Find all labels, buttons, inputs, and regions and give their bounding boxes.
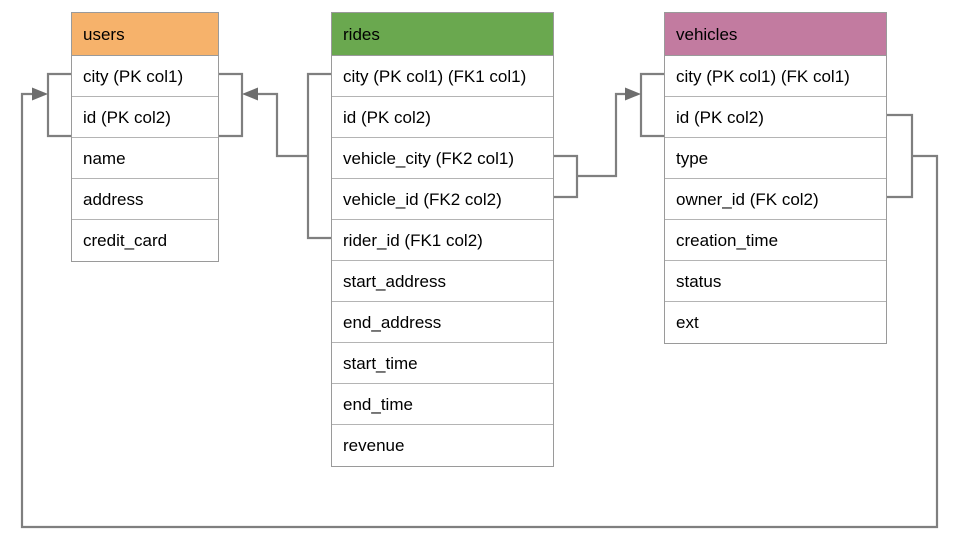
arrowhead-to-vehicles-from-rides — [625, 87, 641, 101]
arrowhead-to-users-from-vehicles — [32, 87, 48, 101]
table-users-column-id[interactable]: id (PK col2) — [72, 97, 218, 138]
table-users-column-credit-card[interactable]: credit_card — [83, 231, 168, 250]
table-rides-column-revenue[interactable]: revenue — [343, 436, 405, 455]
table-users-column-name[interactable]: name — [72, 138, 218, 179]
users-left-bracket — [46, 72, 71, 138]
table-rides[interactable]: rides city (PK col1) (FK1 col1) id (PK c… — [331, 12, 554, 467]
table-users-column-address[interactable]: address — [72, 179, 218, 220]
table-rides-column-end-time[interactable]: end_time — [332, 384, 553, 425]
table-rides-column-start-time[interactable]: start_time — [332, 343, 553, 384]
rides-left-bracket — [306, 72, 331, 240]
arrowhead-to-users-from-rides — [242, 87, 258, 101]
rides-right-bracket — [554, 154, 579, 199]
table-rides-column-city[interactable]: city (PK col1) (FK1 col1) — [332, 56, 553, 97]
table-vehicles-column-city[interactable]: city (PK col1) (FK col1) — [665, 56, 886, 97]
table-vehicles-column-ext[interactable]: ext — [676, 313, 699, 332]
table-users-column-city[interactable]: city (PK col1) — [72, 56, 218, 97]
table-rides-column-end-address[interactable]: end_address — [332, 302, 553, 343]
table-vehicles-column-creation-time[interactable]: creation_time — [665, 220, 886, 261]
users-right-bracket — [219, 72, 244, 138]
table-rides-column-start-address[interactable]: start_address — [332, 261, 553, 302]
vehicles-right-bracket — [887, 113, 914, 199]
vehicles-left-bracket — [639, 72, 664, 138]
link-rides-vehicle-to-vehicles[interactable] — [577, 92, 637, 178]
table-rides-column-vehicle-city[interactable]: vehicle_city (FK2 col1) — [332, 138, 553, 179]
table-vehicles-column-type[interactable]: type — [665, 138, 886, 179]
table-vehicles-column-id[interactable]: id (PK col2) — [665, 97, 886, 138]
table-vehicles-column-owner-id[interactable]: owner_id (FK col2) — [665, 179, 886, 220]
table-rides-column-id[interactable]: id (PK col2) — [332, 97, 553, 138]
table-users[interactable]: users city (PK col1) id (PK col2) name a… — [71, 12, 219, 262]
table-vehicles-header: vehicles — [665, 13, 886, 56]
table-vehicles-column-status[interactable]: status — [665, 261, 886, 302]
link-vehicles-owner-to-users[interactable] — [20, 92, 939, 529]
link-rides-rider-to-users[interactable] — [256, 92, 308, 158]
table-users-header: users — [72, 13, 218, 56]
table-rides-column-vehicle-id[interactable]: vehicle_id (FK2 col2) — [332, 179, 553, 220]
table-rides-column-rider-id[interactable]: rider_id (FK1 col2) — [332, 220, 553, 261]
table-vehicles[interactable]: vehicles city (PK col1) (FK col1) id (PK… — [664, 12, 887, 344]
table-rides-header: rides — [332, 13, 553, 56]
